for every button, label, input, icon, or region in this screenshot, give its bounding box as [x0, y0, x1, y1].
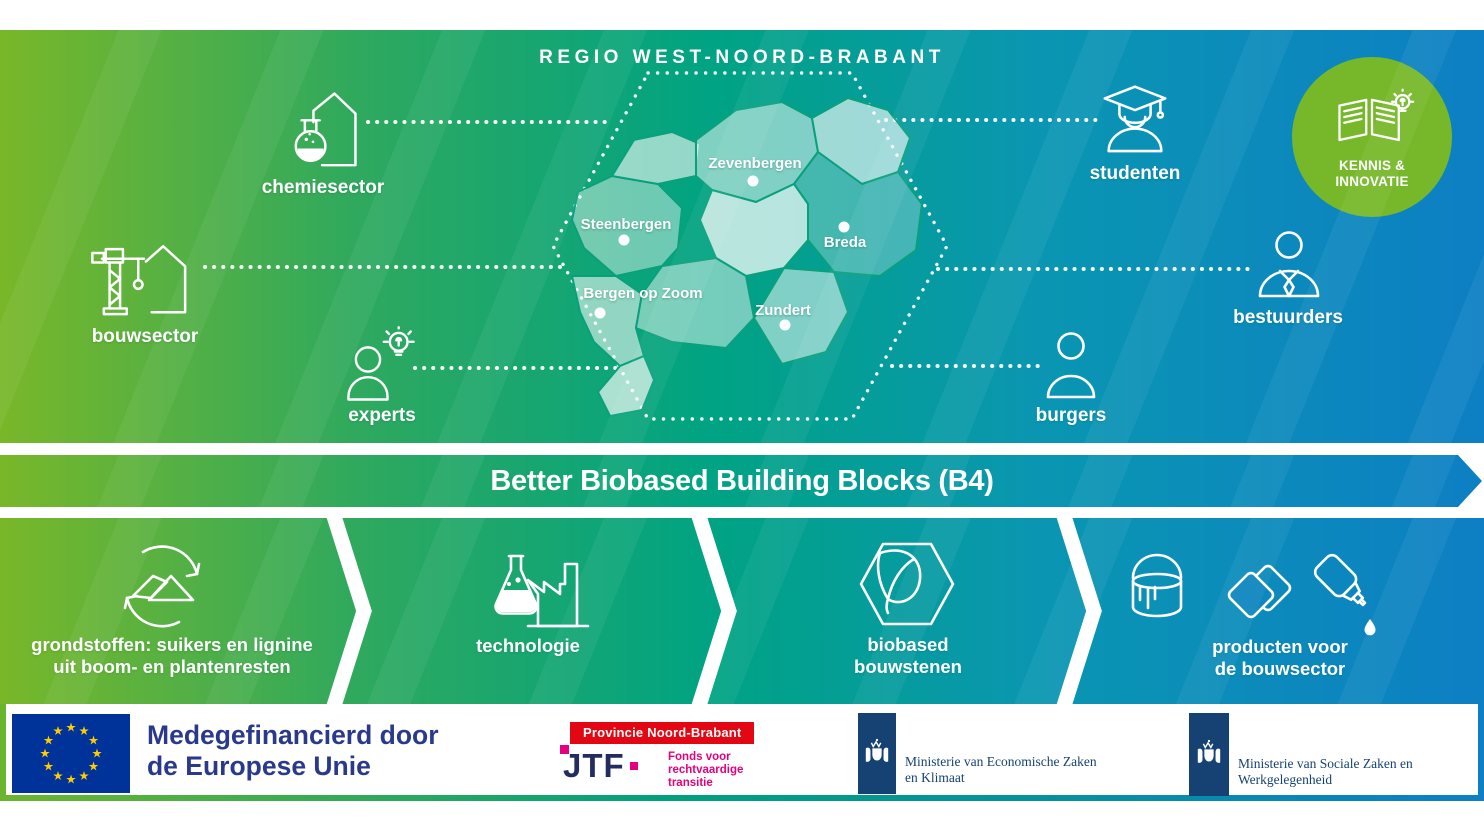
region-band: REGIO WEST-NOORD-BRABANT — [0, 30, 1484, 443]
city-dot — [594, 307, 606, 319]
chevron-separator — [1056, 518, 1102, 704]
chevron-separator — [691, 518, 737, 704]
stakeholder-label-bouwsector: bouwsector — [91, 326, 199, 347]
chevron-separator — [326, 518, 372, 704]
person-tie-icon — [1250, 230, 1328, 303]
city-dot — [618, 234, 630, 246]
graduate-icon — [1095, 76, 1175, 159]
house-flask-icon — [285, 85, 361, 174]
region-map-and-connectors — [203, 71, 1258, 421]
step-label-producten: producten voor de bouwsector — [1212, 636, 1348, 679]
glue-bottle-icon — [1306, 544, 1390, 643]
open-book-lightbulb-icon — [1328, 87, 1416, 154]
eu-flag — [12, 714, 130, 793]
hexagon-dotted-outline — [551, 71, 949, 421]
jtf-acronym: JTF — [563, 747, 625, 784]
eu-cofunding-text: Medegefinancierd door de Europese Unie — [147, 720, 439, 782]
step-label-grondstoffen: grondstoffen: suikers en lignine uit boo… — [31, 634, 313, 677]
paint-bucket-icon — [1126, 541, 1188, 632]
dotted-connectors — [203, 118, 1258, 370]
jtf-tagline: Fonds voor rechtvaardige transitie — [668, 751, 744, 789]
person-lightbulb-icon — [342, 326, 420, 411]
city-label-bergen-op-zoom: Bergen op Zoom — [583, 285, 703, 302]
badge-line-2: INNOVATIE — [1335, 173, 1409, 189]
flask-factory-icon — [468, 542, 590, 639]
rijksoverheid-emblem-icon — [1189, 713, 1229, 796]
stakeholder-label-burgers: burgers — [1035, 405, 1107, 426]
hexagon-leaf-icon — [856, 535, 958, 638]
title-banner: Better Biobased Building Blocks (B4) — [0, 455, 1482, 507]
ministry-szw-label: Ministerie van Sociale Zaken en Werkgele… — [1238, 756, 1413, 787]
stakeholder-label-bestuurders: bestuurders — [1233, 307, 1343, 328]
city-label-steenbergen: Steenbergen — [580, 216, 672, 233]
stakeholder-label-chemiesector: chemiesector — [261, 177, 385, 198]
city-dots — [594, 175, 850, 331]
province-noord-brabant-logo: Provincie Noord-Brabant — [570, 722, 755, 744]
region-map — [571, 97, 923, 417]
crane-house-icon — [88, 230, 200, 323]
banner-title: Better Biobased Building Blocks (B4) — [490, 465, 994, 497]
jtf-magenta-square — [629, 762, 638, 770]
knowledge-innovation-badge: KENNIS & INNOVATIE — [1292, 57, 1452, 217]
rijksoverheid-emblem-icon — [858, 713, 896, 794]
city-dot — [838, 221, 850, 233]
city-label-zundert: Zundert — [755, 302, 811, 319]
jtf-magenta-square — [560, 745, 569, 754]
recycling-materials-icon — [105, 534, 217, 641]
eu-cofunding-line-1: Medegefinancierd door — [147, 720, 439, 750]
chevron-separators — [326, 518, 1102, 704]
ministry-ezk-label: Ministerie van Economische Zaken en Klim… — [905, 754, 1097, 785]
footer-logos — [6, 704, 1478, 795]
city-dot — [747, 175, 759, 187]
jtf-logo: JTF — [560, 745, 638, 784]
city-label-breda: Breda — [823, 234, 867, 251]
stakeholder-label-studenten: studenten — [1089, 163, 1181, 184]
stakeholder-label-experts: experts — [348, 405, 416, 426]
eu-cofunding-line-2: de Europese Unie — [147, 751, 371, 781]
city-label-zevenbergen: Zevenbergen — [708, 155, 802, 172]
region-title: REGIO WEST-NOORD-BRABANT — [539, 47, 945, 68]
step-label-biobased-bouwstenen: biobased bouwstenen — [854, 634, 962, 677]
step-label-technologie: technologie — [476, 635, 580, 656]
person-icon — [1043, 331, 1099, 404]
footer-band: Medegefinancierd door de Europese Unie P… — [0, 704, 1484, 801]
city-dot — [779, 319, 791, 331]
insulation-panels-icon — [1214, 554, 1302, 635]
process-band: grondstoffen: suikers en lignine uit boo… — [0, 518, 1484, 704]
badge-line-1: KENNIS & — [1338, 157, 1406, 173]
